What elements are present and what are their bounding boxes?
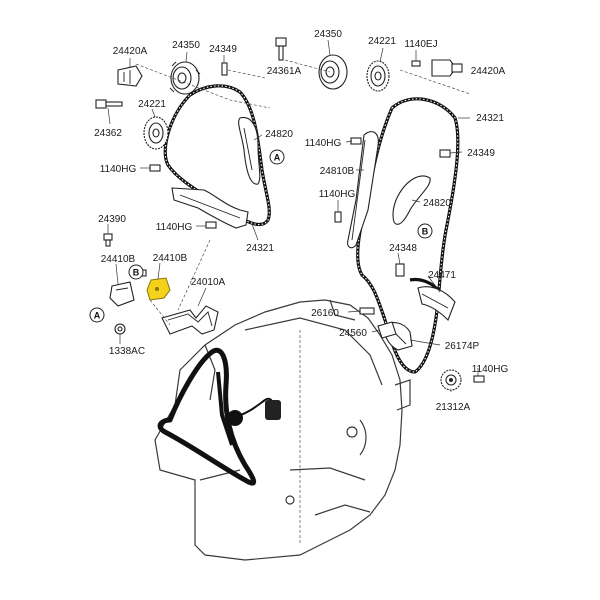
bolt-24390	[103, 233, 113, 247]
callout-a-upper-label: A	[274, 153, 281, 163]
label-24321-top: 24321	[476, 113, 504, 124]
bolt-24349-left	[221, 62, 228, 76]
label-24410B-a: 24410B	[101, 254, 136, 265]
label-24221-right: 24221	[368, 36, 396, 47]
label-24350-left: 24350	[172, 40, 200, 51]
label-1140HG-lower: 1140HG	[156, 222, 193, 233]
label-24010A: 24010A	[191, 277, 226, 288]
bolt-24362	[95, 99, 123, 109]
label-24349-left: 24349	[209, 44, 237, 55]
camshaft-sprocket-right-24350	[318, 54, 348, 90]
label-24420A-right: 24420A	[471, 66, 506, 77]
left-upper-chain	[163, 84, 271, 227]
label-21312A: 21312A	[436, 402, 471, 413]
bolt-26160	[359, 307, 375, 315]
bolt-1140HG-right	[473, 375, 485, 383]
cam-sensor-24420A-right	[431, 59, 463, 77]
part-labels: 24420A 24350 24349 24350 24221 1140EJ 24…	[94, 29, 508, 413]
label-26174P: 26174P	[445, 341, 480, 352]
callout-b-upper-label: B	[422, 227, 429, 237]
bolt-24349-right	[439, 149, 451, 158]
label-1140HG-left: 1140HG	[100, 164, 137, 175]
label-24350-right: 24350	[314, 29, 342, 40]
bolt-24560	[377, 321, 397, 339]
bolt-1140HG-left	[149, 164, 161, 172]
label-24221-left: 24221	[138, 99, 166, 110]
washer-1338AC	[114, 323, 126, 335]
cam-sensor-24420A-left	[117, 65, 143, 87]
callout-b-lower-label: B	[133, 268, 140, 278]
label-24810B: 24810B	[320, 166, 355, 177]
label-24361A: 24361A	[267, 66, 302, 77]
label-1140HG-mid: 1140HG	[305, 138, 342, 149]
label-1140HG-right: 1140HG	[472, 364, 509, 375]
tensioner-arm-24471	[417, 286, 456, 321]
primary-chain-on-engine	[157, 347, 281, 486]
bolt-1140HG-lower	[205, 221, 217, 229]
leader-lines	[107, 39, 479, 392]
callout-b-upper: B	[417, 223, 433, 239]
highlighted-tensioner-24410B	[146, 277, 171, 301]
crank-sprocket-21312A	[440, 369, 462, 391]
label-24820-right: 24820	[423, 198, 451, 209]
label-24390: 24390	[98, 214, 126, 225]
label-24362: 24362	[94, 128, 122, 139]
label-24820-left: 24820	[265, 129, 293, 140]
label-24420A-left: 24420A	[113, 46, 148, 57]
chain-guide-left-24820	[238, 116, 261, 185]
camshaft-gear-right-24221	[366, 60, 390, 92]
callout-a-lower-label: A	[94, 311, 101, 321]
label-24349-right: 24349	[467, 148, 495, 159]
label-24471: 24471	[428, 270, 456, 281]
label-26160: 26160	[311, 308, 339, 319]
label-1140HG-center: 1140HG	[319, 189, 356, 200]
bolt-1140HG-center	[334, 211, 342, 223]
label-24560: 24560	[339, 328, 367, 339]
chain-guide-lower-left-24321	[171, 187, 249, 229]
callout-a-upper: A	[269, 149, 285, 165]
callout-b-lower: B	[128, 264, 144, 280]
bolt-24361A	[275, 37, 287, 61]
chain-guide-right-24820	[392, 175, 431, 225]
engine-block-outline	[154, 299, 411, 561]
label-1338AC: 1338AC	[109, 346, 145, 357]
camshaft-gear-left-24221	[143, 116, 169, 150]
chain-guide-24810B	[347, 131, 379, 249]
camshaft-sprocket-left-24350	[169, 61, 201, 95]
bolt-1140EJ	[411, 60, 421, 67]
label-1140EJ: 1140EJ	[404, 39, 437, 50]
label-24410B-b: 24410B	[153, 253, 188, 264]
label-24321-lower: 24321	[246, 243, 274, 254]
label-24348: 24348	[389, 243, 417, 254]
callout-a-lower: A	[89, 307, 105, 323]
bolt-24348	[395, 263, 405, 277]
gasket-24010A	[161, 305, 219, 335]
bolt-1140HG-mid	[350, 137, 362, 145]
